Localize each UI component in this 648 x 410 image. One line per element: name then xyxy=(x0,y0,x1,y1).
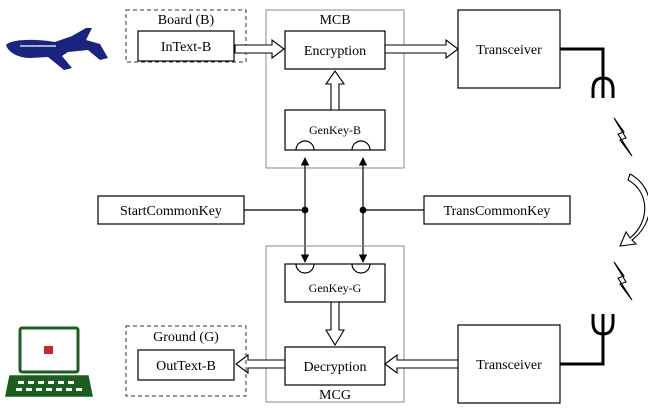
trans-common-key-label: TransCommonKey xyxy=(444,204,551,219)
genkey-b-port-left xyxy=(295,140,315,151)
transceiver-top-box xyxy=(457,9,561,89)
antenna-icon xyxy=(591,76,615,98)
encryption-label: Encryption xyxy=(304,44,366,59)
transceiver-bottom-label: Transceiver xyxy=(476,358,542,373)
genkey-g-port-left xyxy=(295,263,315,274)
ground-group xyxy=(125,325,247,397)
transceiver-bottom-box xyxy=(457,324,561,404)
transceiver-top-wire xyxy=(560,47,605,80)
lightning-icon xyxy=(613,261,633,301)
board-group xyxy=(125,9,247,63)
mcb-group xyxy=(265,9,405,169)
decryption-box xyxy=(284,346,386,386)
arrow-decryption-to-outtext xyxy=(235,353,286,375)
arrow-genkey-to-encryption xyxy=(324,70,346,111)
arrow-transceiver-to-decryption xyxy=(384,353,459,375)
transceiver-top-label: Transceiver xyxy=(476,43,542,58)
genkey-g-box xyxy=(284,263,386,303)
intext-b-label: InText-B xyxy=(161,40,211,55)
lightning-icon xyxy=(613,117,633,157)
genkey-b-box xyxy=(284,109,386,151)
ground-label: Ground (G) xyxy=(153,330,219,345)
transceiver-bottom-wire xyxy=(560,330,605,366)
genkey-b-label: GenKey-B xyxy=(309,123,361,137)
genkey-b-port-right xyxy=(351,140,371,151)
mcb-label: MCB xyxy=(319,13,350,28)
intext-b-box xyxy=(137,30,235,62)
mcg-group xyxy=(265,245,405,403)
arrow-genkey-to-decryption xyxy=(325,301,345,347)
board-label: Board (B) xyxy=(158,13,215,28)
laptop-icon xyxy=(5,326,93,397)
antenna-icon xyxy=(591,314,615,336)
arrow-encryption-to-transceiver xyxy=(384,38,459,60)
curved-arrow-icon xyxy=(619,173,648,247)
mcg-label: MCG xyxy=(319,388,351,403)
airplane-icon xyxy=(6,28,108,70)
outtext-b-label: OutText-B xyxy=(156,359,216,374)
start-common-key-label: StartCommonKey xyxy=(120,204,222,219)
start-common-key-box xyxy=(97,195,245,225)
genkey-g-label: GenKey-G xyxy=(309,281,362,295)
trans-common-key-box xyxy=(423,195,571,225)
arrow-intext-to-encryption xyxy=(234,38,285,60)
genkey-g-port-right xyxy=(351,263,371,274)
outtext-b-box xyxy=(137,349,235,381)
decryption-label: Decryption xyxy=(304,360,367,375)
